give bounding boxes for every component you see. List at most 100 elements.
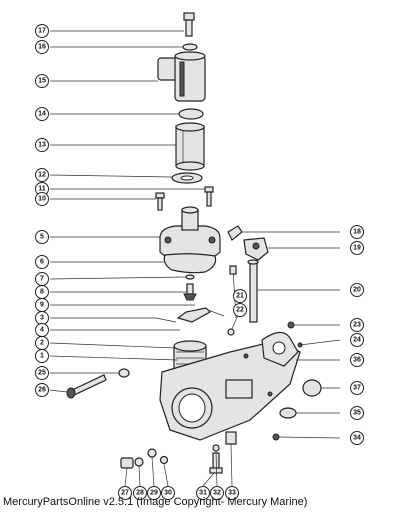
callout-27: 27	[118, 486, 132, 500]
part-lever-19	[243, 237, 269, 261]
part-shaft-20	[247, 259, 259, 323]
part-valve-8	[183, 283, 197, 301]
part-screw-11	[204, 186, 214, 207]
part-oring-7	[185, 274, 195, 280]
callout-29: 29	[147, 486, 161, 500]
callout-20: 20	[350, 283, 364, 297]
callout-5: 5	[35, 230, 49, 244]
callout-6: 6	[35, 255, 49, 269]
callout-18: 18	[350, 225, 364, 239]
callout-23: 23	[350, 318, 364, 332]
svg-text:18: 18	[353, 229, 361, 236]
callout-13: 13	[35, 138, 49, 152]
part-screw-18	[227, 225, 243, 241]
callout-22: 22	[233, 303, 247, 317]
svg-text:11: 11	[38, 186, 46, 193]
callout-33: 33	[225, 486, 239, 500]
part-tube-13	[175, 122, 205, 171]
callout-1: 1	[35, 349, 49, 363]
callout-4: 4	[35, 323, 49, 337]
svg-text:12: 12	[38, 172, 46, 179]
part-ring-22	[227, 328, 235, 336]
svg-text:34: 34	[353, 435, 361, 442]
callout-10: 10	[35, 192, 49, 206]
part-plug-34	[272, 433, 280, 441]
callout-32: 32	[210, 486, 224, 500]
part-plug-23	[287, 321, 295, 329]
part-washer-16	[182, 43, 198, 51]
callout-2: 2	[35, 336, 49, 350]
callout-21: 21	[233, 289, 247, 303]
part-bracket-9	[176, 307, 211, 323]
part-ring-14	[178, 108, 204, 120]
svg-text:35: 35	[353, 410, 361, 417]
callout-16: 16	[35, 40, 49, 54]
svg-text:22: 22	[236, 307, 244, 314]
callout-14: 14	[35, 107, 49, 121]
part-screw-10	[155, 192, 165, 211]
part-pin-4	[207, 309, 225, 317]
callout-12: 12	[35, 168, 49, 182]
part-33	[225, 431, 237, 445]
svg-text:17: 17	[38, 28, 46, 35]
svg-text:1: 1	[40, 353, 44, 360]
callout-28: 28	[133, 486, 147, 500]
callout-34: 34	[350, 431, 364, 445]
part-32	[212, 444, 220, 452]
part-bolt-17	[183, 12, 195, 37]
svg-text:23: 23	[353, 322, 361, 329]
part-pin-3	[155, 317, 177, 323]
svg-text:19: 19	[353, 245, 361, 252]
callout-30: 30	[161, 486, 175, 500]
callout-26: 26	[35, 383, 49, 397]
callout-24: 24	[350, 333, 364, 347]
leader-lines	[49, 30, 341, 487]
part-disc-35	[279, 407, 297, 419]
part-screw-26	[66, 374, 107, 399]
callout-35: 35	[350, 406, 364, 420]
svg-text:10: 10	[38, 196, 46, 203]
callout-17: 17	[35, 24, 49, 38]
svg-text:3: 3	[40, 315, 44, 322]
callout-31: 31	[196, 486, 210, 500]
svg-text:2: 2	[40, 340, 44, 347]
svg-text:30: 30	[164, 490, 172, 497]
part-30	[159, 455, 169, 465]
callout-36: 36	[350, 353, 364, 367]
svg-text:28: 28	[136, 490, 144, 497]
part-gasket-6	[163, 253, 217, 274]
svg-text:7: 7	[40, 276, 44, 283]
part-carburetor-body	[159, 331, 301, 441]
callout-7: 7	[35, 272, 49, 286]
svg-text:13: 13	[38, 142, 46, 149]
part-27	[120, 457, 134, 469]
part-28	[134, 457, 144, 467]
svg-text:14: 14	[38, 111, 46, 118]
svg-text:21: 21	[236, 293, 244, 300]
callout-11: 11	[35, 182, 49, 196]
svg-text:8: 8	[40, 289, 44, 296]
svg-text:31: 31	[199, 490, 207, 497]
callout-15: 15	[35, 74, 49, 88]
svg-text:6: 6	[40, 259, 44, 266]
part-plug-37	[302, 379, 322, 397]
svg-text:36: 36	[353, 357, 361, 364]
callout-9: 9	[35, 298, 49, 312]
svg-text:32: 32	[213, 490, 221, 497]
svg-text:25: 25	[38, 370, 46, 377]
part-cap-15	[157, 51, 206, 102]
svg-text:27: 27	[121, 490, 129, 497]
part-29	[147, 448, 157, 458]
svg-text:33: 33	[228, 490, 236, 497]
svg-text:37: 37	[353, 385, 361, 392]
svg-text:29: 29	[150, 490, 158, 497]
svg-text:26: 26	[38, 387, 46, 394]
svg-text:5: 5	[40, 234, 44, 241]
svg-text:4: 4	[40, 327, 44, 334]
part-seat-25	[118, 368, 130, 378]
callout-37: 37	[350, 381, 364, 395]
callout-3: 3	[35, 311, 49, 325]
callout-19: 19	[350, 241, 364, 255]
